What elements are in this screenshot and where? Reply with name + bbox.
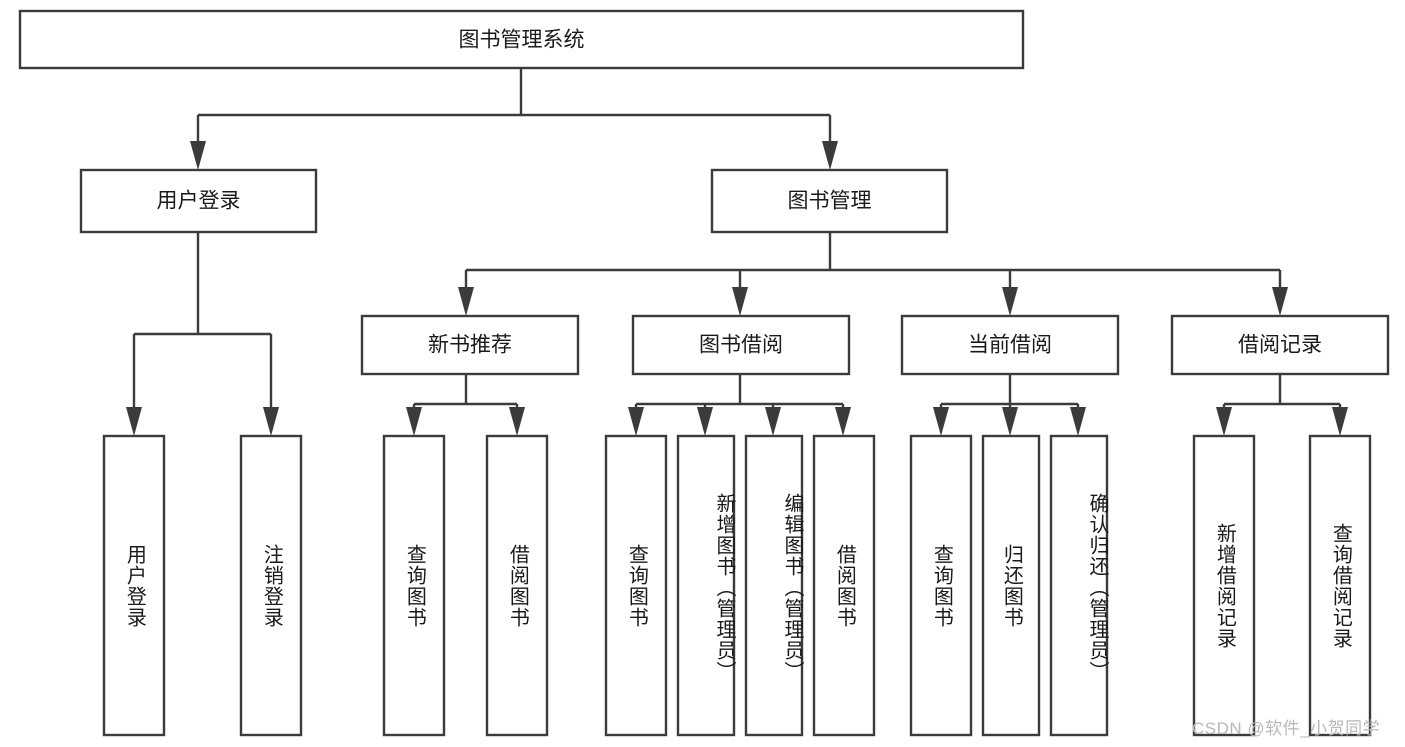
node-leaf-query-book-2-box[interactable] — [604, 434, 668, 737]
connector-group-newbook — [406, 374, 525, 436]
arrow-head-newbook-leaf1 — [406, 407, 422, 436]
arrow-head-leaf-user-login — [126, 407, 142, 436]
connector-group-borrowrecord — [1216, 374, 1348, 436]
node-new-book-recommend-label: 新书推荐 — [428, 334, 512, 357]
arrow-head-currentborrow-leaf2 — [1002, 407, 1018, 436]
arrow-head-bookborrow-leaf2 — [697, 407, 713, 436]
node-borrow-record-label: 借阅记录 — [1238, 334, 1322, 357]
node-current-borrow-box[interactable] — [900, 314, 1120, 376]
node-user-login-label: 用户登录 — [157, 190, 241, 213]
node-root-label: 图书管理系统 — [459, 29, 585, 52]
arrow-head-bookborrow-leaf4 — [835, 407, 851, 436]
node-leaf-query-record-box[interactable] — [1308, 434, 1372, 737]
node-leaf-borrow-book-2-box[interactable] — [812, 434, 876, 737]
node-leaf-user-login-box[interactable] — [102, 434, 166, 737]
node-current-borrow-label: 当前借阅 — [968, 334, 1052, 357]
arrow-head-leaf-logout — [263, 407, 279, 436]
arrow-head-bookmgmt — [822, 141, 838, 170]
arrow-head-bookborrow — [732, 287, 748, 316]
csdn-watermark: CSDN @软件_小贺同学 — [1192, 719, 1381, 738]
node-leaf-edit-book-box[interactable] — [744, 434, 804, 737]
connector-group-currentborrow — [933, 374, 1086, 436]
connector-group-userlogin — [126, 232, 279, 436]
connector-group-bookborrow — [628, 374, 851, 436]
arrow-head-borrowrecord — [1272, 287, 1288, 316]
node-user-login-box[interactable] — [79, 168, 318, 234]
node-leaf-add-book-box[interactable] — [676, 434, 736, 737]
connector-group-root — [190, 68, 838, 170]
arrow-head-currentborrow-leaf1 — [933, 407, 949, 436]
node-new-book-recommend-box[interactable] — [360, 314, 580, 376]
connector-group-bookmgmt — [458, 232, 1288, 316]
arrow-head-newbook-leaf2 — [509, 407, 525, 436]
arrow-head-borrowrecord-leaf1 — [1216, 407, 1232, 436]
node-book-management-label: 图书管理 — [788, 190, 872, 213]
node-leaf-return-book-box[interactable] — [981, 434, 1041, 737]
node-leaf-query-book-3-box[interactable] — [909, 434, 973, 737]
node-book-borrow-label: 图书借阅 — [699, 334, 783, 357]
arrow-head-borrowrecord-leaf2 — [1332, 407, 1348, 436]
node-leaf-add-record-box[interactable] — [1192, 434, 1256, 737]
node-book-management-box[interactable] — [710, 168, 949, 234]
node-root-box[interactable] — [18, 9, 1025, 70]
node-leaf-borrow-book-1-box[interactable] — [485, 434, 549, 737]
arrow-head-currentborrow — [1002, 287, 1018, 316]
arrow-head-bookborrow-leaf1 — [628, 407, 644, 436]
node-book-borrow-box[interactable] — [631, 314, 851, 376]
node-leaf-confirm-return-box[interactable] — [1049, 434, 1109, 737]
arrow-head-currentborrow-leaf3 — [1070, 407, 1086, 436]
node-leaf-logout-box[interactable] — [239, 434, 303, 737]
node-leaf-query-book-1-box[interactable] — [382, 434, 446, 737]
node-borrow-record-box[interactable] — [1170, 314, 1390, 376]
arrow-head-bookborrow-leaf3 — [765, 407, 781, 436]
arrow-head-userlogin — [190, 141, 206, 170]
arrow-head-newbook — [458, 287, 474, 316]
